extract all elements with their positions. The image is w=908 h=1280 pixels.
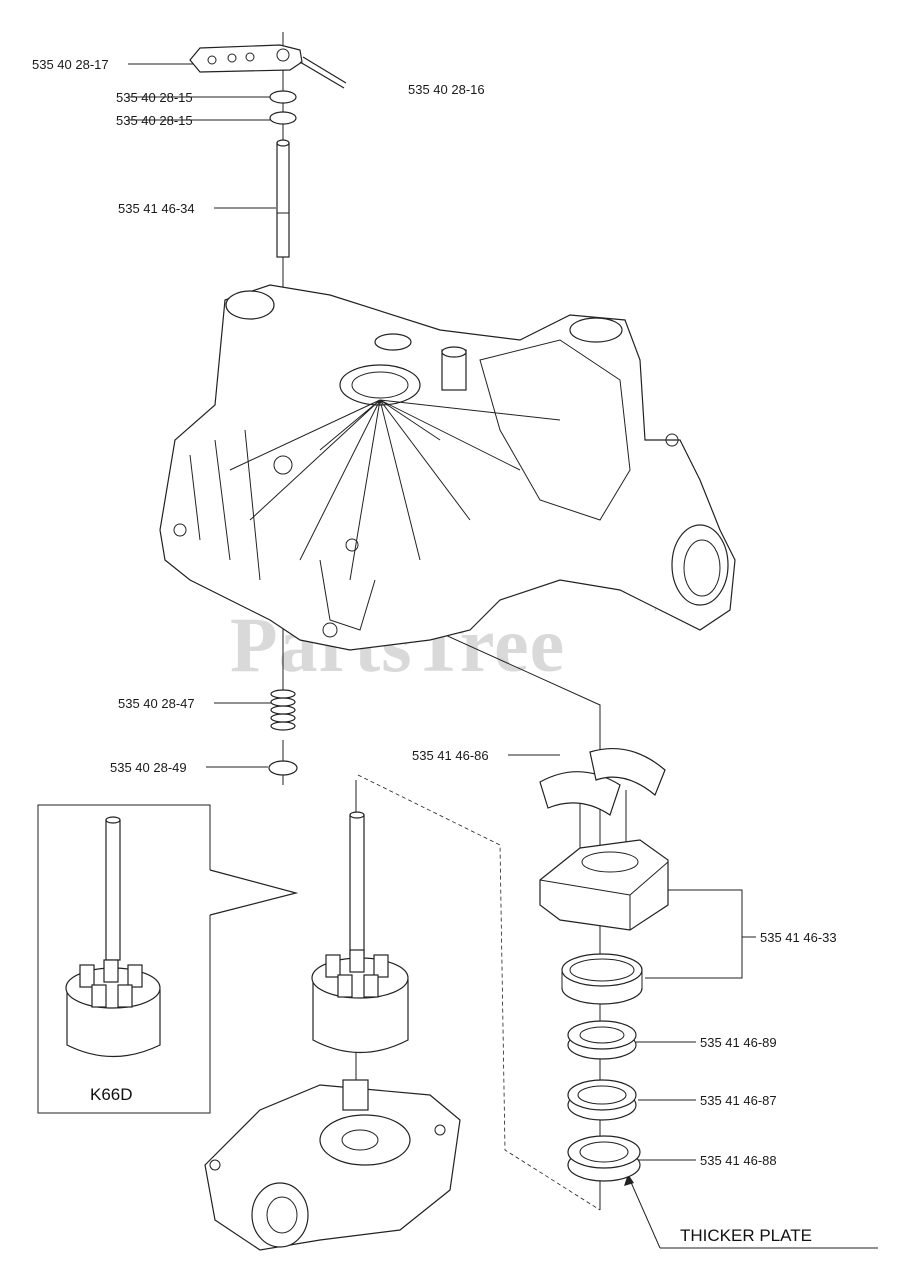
part-label-spring: 535 40 28-47	[118, 696, 195, 711]
bearing-ring	[561, 953, 643, 1005]
snap-ring-lower	[269, 111, 297, 125]
snap-ring-upper	[269, 90, 297, 104]
part-label-retaining-ring: 535 40 28-49	[110, 760, 187, 775]
inset-box	[37, 804, 299, 1114]
washer-89	[567, 1020, 637, 1060]
spring	[270, 689, 296, 731]
part-label-pin: 535 40 28-16	[408, 82, 485, 97]
part-label-washer-88: 535 41 46-88	[700, 1153, 777, 1168]
thicker-plate-note: THICKER PLATE	[680, 1226, 812, 1245]
control-shaft	[276, 139, 290, 258]
part-label-washer-87: 535 41 46-87	[700, 1093, 777, 1108]
part-label-inserts: 535 41 46-86	[412, 748, 489, 763]
part-label-swashplate: 535 41 46-33	[760, 930, 837, 945]
washer-87	[567, 1079, 637, 1121]
transmission-housing	[159, 284, 736, 651]
center-section	[204, 1079, 461, 1251]
pump-cylinder-block	[311, 811, 409, 1053]
part-label-shaft: 535 41 46-34	[118, 201, 195, 216]
leader-lines	[128, 63, 878, 1249]
washer-88-thicker-plate	[567, 1135, 641, 1182]
swashplate	[539, 839, 669, 931]
retaining-ring	[268, 760, 298, 776]
inset-caption: K66D	[90, 1085, 133, 1104]
part-label-washer-89: 535 41 46-89	[700, 1035, 777, 1050]
control-lever	[189, 44, 347, 89]
swashplate-inserts	[539, 747, 666, 816]
part-label-snap-ring-lower: 535 40 28-15	[116, 113, 193, 128]
part-label-snap-ring-upper: 535 40 28-15	[116, 90, 193, 105]
part-label-lever: 535 40 28-17	[32, 57, 109, 72]
